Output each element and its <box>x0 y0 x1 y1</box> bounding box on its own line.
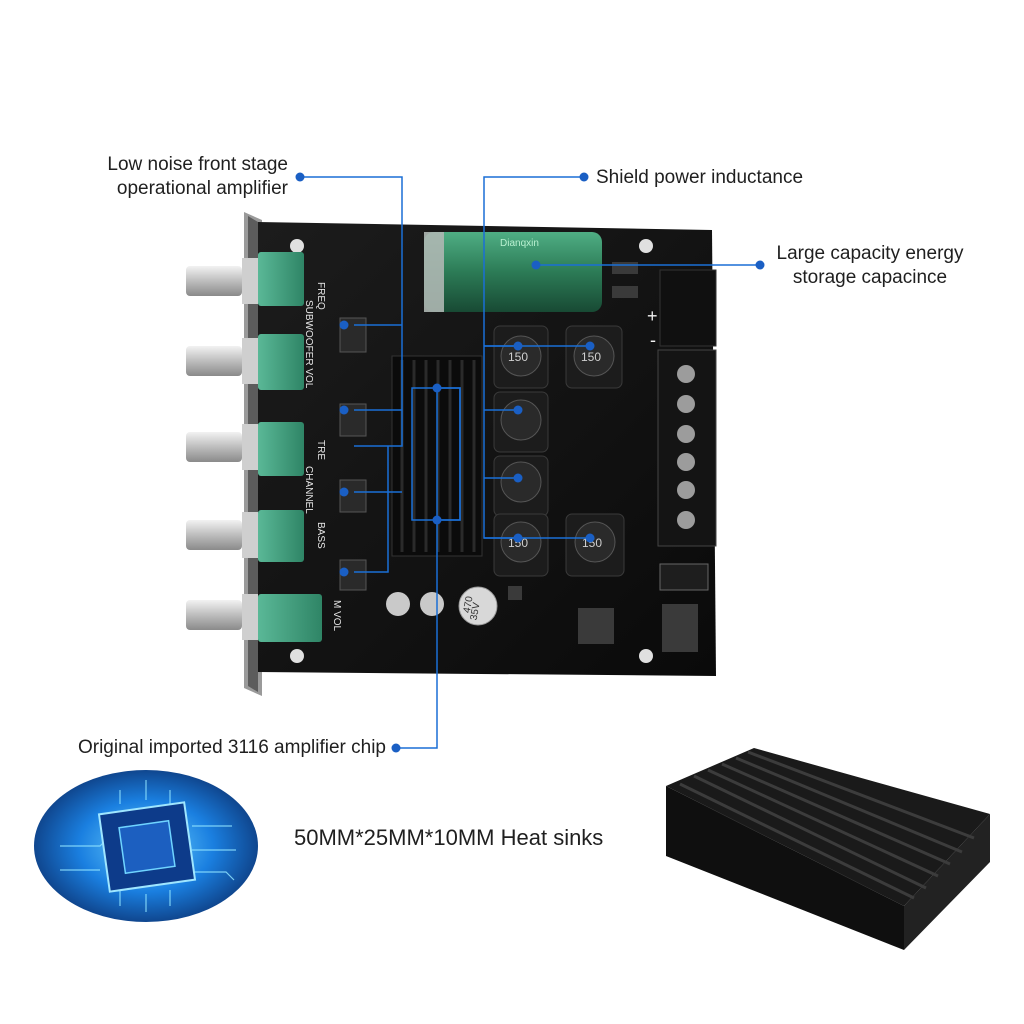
svg-text:150: 150 <box>581 350 601 364</box>
label-channel: CHANNEL <box>303 466 314 514</box>
label-tre: TRE <box>315 440 326 460</box>
label-bass: BASS <box>315 522 326 549</box>
knob-treble <box>186 422 304 476</box>
callout-dots <box>295 172 765 753</box>
callout-lines <box>300 176 760 749</box>
knob-subwoofer-vol <box>186 334 304 390</box>
callout-capacitor-line2: storage capacince <box>792 267 948 288</box>
svg-text:-: - <box>650 330 656 350</box>
callout-capacitor-line1: Large capacity energy <box>776 243 964 264</box>
callout-chip-text: Original imported 3116 amplifier chip <box>77 737 386 758</box>
svg-text:150: 150 <box>508 536 528 550</box>
amplifier-board: FREQ SUBWOOFER VOL TRE CHANNEL BASS M VO… <box>186 212 717 696</box>
callout-capacitor: Large capacity energy storage capacince <box>760 242 980 290</box>
heatsink-caption: 50MM*25MM*10MM Heat sinks <box>294 826 654 850</box>
svg-text:150: 150 <box>508 350 528 364</box>
heatsink-illustration <box>666 748 990 950</box>
label-subwoofer-vol: SUBWOOFER VOL <box>303 300 314 389</box>
knob-main-vol <box>186 594 322 642</box>
knob-bass <box>186 510 304 562</box>
knob-freq <box>186 252 304 306</box>
label-freq: FREQ <box>315 282 326 310</box>
callout-chip: Original imported 3116 amplifier chip <box>20 736 386 760</box>
callout-inductance: Shield power inductance <box>596 166 856 190</box>
chip-illustration <box>34 770 258 922</box>
knob-row <box>186 252 322 642</box>
callout-op-amp: Low noise front stage operational amplif… <box>40 153 288 201</box>
callout-op-amp-line2: operational amplifier <box>116 178 288 199</box>
svg-text:35V: 35V <box>469 601 483 621</box>
callout-op-amp-line1: Low noise front stage <box>107 154 288 175</box>
callout-inductance-text: Shield power inductance <box>596 167 804 188</box>
svg-text:Dianqxin: Dianqxin <box>500 238 539 249</box>
label-m-vol: M VOL <box>331 600 342 632</box>
large-capacitor: Dianqxin <box>424 232 602 312</box>
svg-text:+: + <box>647 306 658 326</box>
small-capacitors: 470 35V <box>386 586 498 626</box>
heatsink-caption-text: 50MM*25MM*10MM Heat sinks <box>294 825 604 850</box>
terminal-block: + - <box>647 269 717 547</box>
svg-text:470: 470 <box>462 595 476 614</box>
